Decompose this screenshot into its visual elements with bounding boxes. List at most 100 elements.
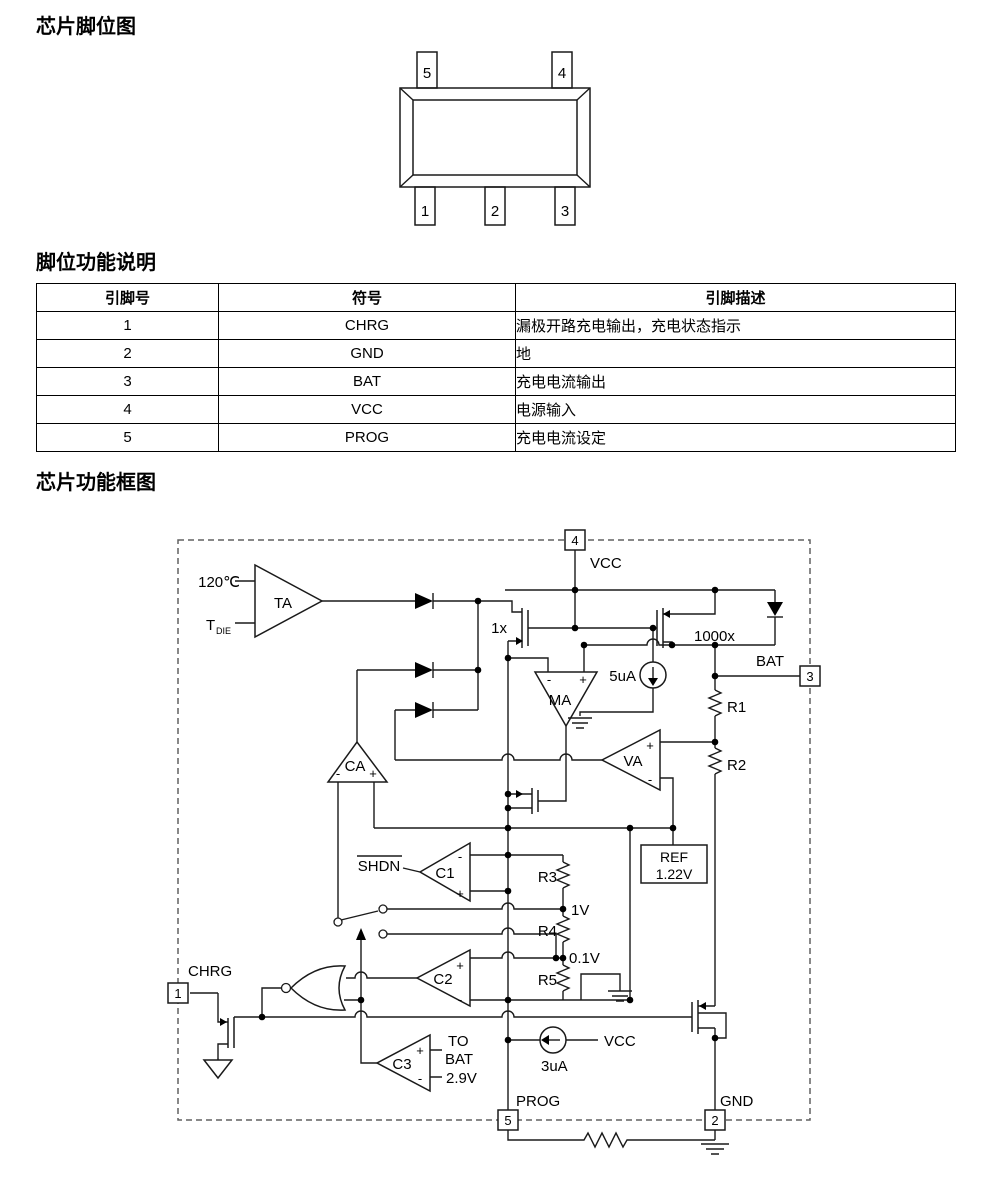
r4-label: R4: [538, 923, 557, 940]
package-pin3-number: 3: [561, 203, 569, 220]
package-diagram: 5 4 1 2 3: [399, 51, 591, 226]
mirror-1x-label: 1x: [491, 620, 507, 637]
amp-va-label: VA: [624, 753, 643, 770]
section-title-block-diagram: 芯片功能框图: [36, 472, 156, 494]
comparator-c3-label: C3: [392, 1056, 411, 1073]
diode-ca: [415, 662, 434, 678]
amp-ma: [533, 671, 599, 728]
switch-pivot: [333, 917, 343, 927]
c1-minus: -: [458, 849, 462, 864]
pin-3-number: 3: [806, 669, 813, 684]
r1-label: R1: [727, 699, 746, 716]
switch-contact-2: [378, 929, 388, 939]
r3-label: R3: [538, 869, 557, 886]
cell-pin: 1: [36, 311, 219, 340]
pin-1-box: [167, 982, 189, 1004]
tap-1v-label: 1V: [571, 902, 589, 919]
tdie-label: T: [206, 617, 215, 634]
r2-label: R2: [727, 757, 746, 774]
mosfet-chrg-driver: [220, 1017, 235, 1048]
diode-ta: [415, 593, 434, 609]
up-arrow: [356, 928, 366, 940]
mosfet-1x: [516, 608, 529, 648]
ref-label: REF: [660, 849, 688, 865]
ma-plus: +: [579, 672, 587, 687]
ma-minus: -: [547, 672, 551, 687]
block-diagram: 4 3 1 5 2 120℃ T DIE TA CA - + MA - + VA: [167, 529, 821, 1155]
shdn-net-label: SHDN: [358, 858, 401, 875]
package-bevels: [399, 87, 591, 188]
amp-ca-label: CA: [345, 758, 366, 775]
va-plus: +: [646, 738, 654, 753]
to-bat-label-line1: TO: [448, 1033, 469, 1050]
ref-block: [640, 844, 708, 884]
temp-threshold-label: 120℃: [198, 574, 240, 591]
cell-desc: 充电电流设定: [515, 423, 956, 452]
pin-boxes: 4 3 1 5 2: [167, 529, 821, 1131]
pin-function-table: 引脚号 符号 引脚描述 1 CHRG 漏极开路充电输出，充电状态指示 2 GND…: [36, 283, 956, 452]
resistor-prog-external: [580, 1131, 640, 1149]
package-pin1-number: 1: [421, 203, 429, 220]
r5-label: R5: [538, 972, 557, 989]
pin-2-box: [704, 1109, 726, 1131]
switch-contact-1v: [378, 904, 388, 914]
table-row: 1 CHRG 漏极开路充电输出，充电状态指示: [36, 311, 956, 340]
junction-dots: [258, 586, 719, 1044]
cell-pin: 5: [36, 423, 219, 452]
ca-minus: -: [336, 766, 340, 781]
bat-net-label: BAT: [756, 653, 784, 670]
resistor-r5: [555, 964, 571, 992]
table-row: 3 BAT 充电电流输出: [36, 367, 956, 396]
comparator-c2: [415, 948, 471, 1008]
threshold-29v-label: 2.9V: [446, 1070, 477, 1087]
package-pin5-number: 5: [423, 65, 431, 82]
package-pin2-number: 2: [491, 203, 499, 220]
pin-3-box: [799, 665, 821, 687]
c2-plus: +: [456, 958, 464, 973]
mosfet-mirror-cascode: [516, 788, 539, 814]
cell-pin: 2: [36, 339, 219, 368]
ca-plus: +: [369, 766, 377, 781]
gnd-net-label: GND: [720, 1093, 754, 1110]
to-bat-label-line2: BAT: [445, 1051, 473, 1068]
comparator-c1: [418, 841, 471, 903]
amp-ta: [254, 563, 324, 639]
table-header-row: 引脚号 符号 引脚描述: [36, 283, 956, 312]
resistor-r3: [555, 861, 571, 889]
current-source-5ua: [639, 661, 667, 689]
current-5ua-label: 5uA: [609, 668, 636, 685]
nor-output-bubble: [280, 982, 292, 994]
package-pin4-number: 4: [558, 65, 566, 82]
tdie-subscript: DIE: [216, 626, 231, 636]
table-row: 4 VCC 电源输入: [36, 395, 956, 424]
pin-5-number: 5: [504, 1113, 511, 1128]
resistor-r1: [707, 689, 723, 717]
amp-va: [600, 728, 661, 792]
pin-5-box: [497, 1109, 519, 1131]
comparator-c2-label: C2: [433, 971, 452, 988]
cell-pin: 4: [36, 395, 219, 424]
prog-net-label: PROG: [516, 1093, 560, 1110]
amp-ma-label: MA: [549, 692, 572, 709]
pin-2-number: 2: [711, 1113, 718, 1128]
section-title-pin-diagram: 芯片脚位图: [36, 16, 136, 38]
c2-minus: -: [458, 992, 462, 1007]
pin-4-number: 4: [571, 533, 578, 548]
table-row: 2 GND 地: [36, 339, 956, 368]
nor-gate: [280, 965, 347, 1011]
ta-input-stubs: [235, 580, 255, 624]
c3-plus: +: [416, 1043, 424, 1058]
tap-01v-label: 0.1V: [569, 950, 600, 967]
mosfet-gnd-switch: [691, 1000, 706, 1034]
c3-minus: -: [418, 1071, 422, 1086]
table-row: 5 PROG 充电电流设定: [36, 423, 956, 452]
cell-symbol: VCC: [218, 395, 516, 424]
cell-pin: 3: [36, 367, 219, 396]
chrg-net-label: CHRG: [188, 963, 232, 980]
resistor-r4: [555, 915, 571, 943]
current-3ua-label: 3uA: [541, 1058, 568, 1075]
package-body: [399, 87, 591, 188]
mode-switch: [333, 904, 388, 939]
col-header-description: 引脚描述: [515, 283, 956, 312]
